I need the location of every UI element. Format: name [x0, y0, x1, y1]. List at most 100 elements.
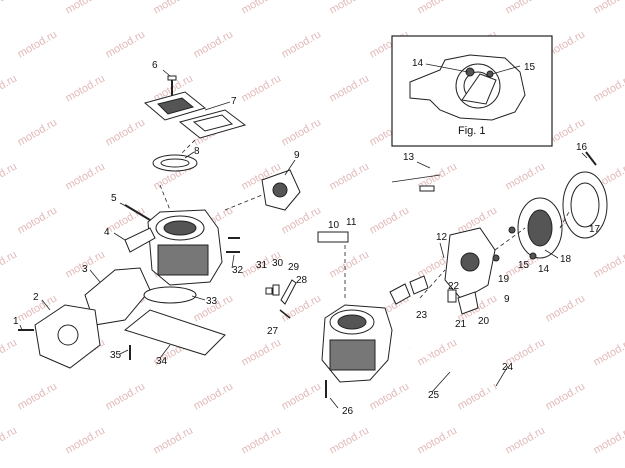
watermark-text: motod.ru — [16, 28, 60, 60]
watermark-text: motod.ru — [0, 424, 19, 456]
watermark-text: motod.ru — [64, 72, 108, 104]
watermark-text: motod.ru — [328, 248, 372, 280]
watermark-text: motod.ru — [152, 424, 196, 456]
screw-16 — [585, 151, 597, 166]
callout-24: 24 — [502, 362, 514, 373]
watermark-text: motod.ru — [240, 336, 284, 368]
linkage-10-11 — [317, 231, 349, 243]
callout-9a: 9 — [294, 150, 300, 161]
watermark-text: motod.ru — [16, 204, 60, 236]
inset-label: Fig. 1 — [458, 125, 486, 137]
callout-9b: 9 — [504, 294, 510, 305]
bracket-34 — [123, 309, 226, 356]
watermark-text: motod.ru — [16, 380, 60, 412]
watermark-text: motod.ru — [192, 380, 236, 412]
watermark-text: motod.ru — [328, 72, 372, 104]
watermark-text: motod.ru — [104, 204, 148, 236]
callout-22: 22 — [448, 281, 460, 292]
watermark-text: motod.ru — [16, 116, 60, 148]
callout-34: 34 — [156, 356, 168, 367]
rod-5 — [124, 204, 151, 221]
watermark-text: motod.ru — [104, 380, 148, 412]
right-assembly — [159, 139, 608, 398]
part-23b — [409, 275, 429, 295]
callout-23: 23 — [416, 310, 428, 321]
callout-12: 12 — [436, 232, 448, 243]
watermark-text: motod.ru — [416, 0, 460, 17]
inset-callout-15: 15 — [524, 62, 536, 73]
watermark-text: motod.ru — [504, 0, 548, 17]
callout-27: 27 — [267, 326, 279, 337]
callout-layer: 1 2 3 4 5 6 7 8 9 9 10 11 12 13 14 15 16… — [13, 60, 601, 417]
callout-28: 28 — [296, 275, 308, 286]
watermark-text: motod.ru — [416, 424, 460, 456]
watermark-text: motod.ru — [0, 336, 19, 368]
callout-11: 11 — [346, 217, 357, 228]
callout-14: 14 — [538, 264, 550, 275]
inset-fig-1: 14 15 Fig. 1 — [391, 35, 553, 147]
inset-callout-14: 14 — [412, 58, 424, 69]
watermark-text: motod.ru — [328, 160, 372, 192]
callout-30: 30 — [272, 258, 284, 269]
watermark-text: motod.ru — [544, 292, 588, 324]
watermark-text: motod.ru — [456, 380, 500, 412]
screw-14 — [529, 252, 537, 260]
callout-35: 35 — [110, 350, 122, 361]
callout-33: 33 — [206, 296, 218, 307]
watermark-text: motod.ru — [0, 160, 19, 192]
callout-10: 10 — [328, 220, 340, 231]
watermark-text: motod.ru — [368, 380, 412, 412]
watermark-text: motod.ru — [280, 380, 324, 412]
watermark-text: motod.ru — [592, 248, 625, 280]
watermark-text: motod.ru — [64, 0, 108, 17]
watermark-text: motod.ru — [0, 248, 19, 280]
spring-27 — [279, 309, 291, 319]
watermark-text: motod.ru — [192, 28, 236, 60]
callout-2: 2 — [33, 292, 39, 303]
callout-1: 1 — [13, 316, 19, 327]
watermark-text: motod.ru — [0, 0, 19, 17]
watermark-text: motod.ru — [64, 424, 108, 456]
screw-15 — [508, 226, 516, 234]
screw-19 — [492, 254, 500, 262]
part-30 — [272, 284, 280, 296]
gasket-33 — [143, 286, 197, 304]
watermark-text: motod.ru — [64, 160, 108, 192]
callout-19: 19 — [498, 274, 510, 285]
watermark-text: motod.ru — [280, 28, 324, 60]
part-31 — [265, 287, 273, 295]
watermark-text: motod.ru — [240, 424, 284, 456]
callout-7: 7 — [231, 96, 237, 107]
watermark-text: motod.ru — [416, 336, 460, 368]
watermark-text: motod.ru — [504, 424, 548, 456]
leader-lines — [19, 69, 588, 409]
callout-29: 29 — [288, 262, 300, 273]
part-22 — [447, 289, 457, 303]
watermark-text: motod.ru — [104, 116, 148, 148]
watermark-text: motod.ru — [544, 380, 588, 412]
part-13 — [419, 185, 435, 192]
watermark-text: motod.ru — [592, 424, 625, 456]
inset-lever — [461, 73, 497, 105]
callout-26: 26 — [342, 406, 354, 417]
callout-16: 16 — [576, 142, 588, 153]
callout-15: 15 — [518, 260, 530, 271]
callout-3: 3 — [82, 264, 88, 275]
callout-6: 6 — [152, 60, 158, 71]
callout-17: 17 — [589, 224, 601, 235]
watermark-text: motod.ru — [504, 160, 548, 192]
callout-32: 32 — [232, 265, 244, 276]
callout-4: 4 — [104, 227, 110, 238]
callout-20: 20 — [478, 316, 490, 327]
callout-18: 18 — [560, 254, 572, 265]
part-20 — [457, 291, 479, 315]
watermark-text: motod.ru — [592, 336, 625, 368]
callout-5: 5 — [111, 193, 117, 204]
watermark-text: motod.ru — [152, 0, 196, 17]
callout-21: 21 — [455, 319, 467, 330]
watermark-text: motod.ru — [592, 72, 625, 104]
watermark-text: motod.ru — [104, 28, 148, 60]
left-assembly — [18, 75, 301, 369]
callout-25: 25 — [428, 390, 440, 401]
